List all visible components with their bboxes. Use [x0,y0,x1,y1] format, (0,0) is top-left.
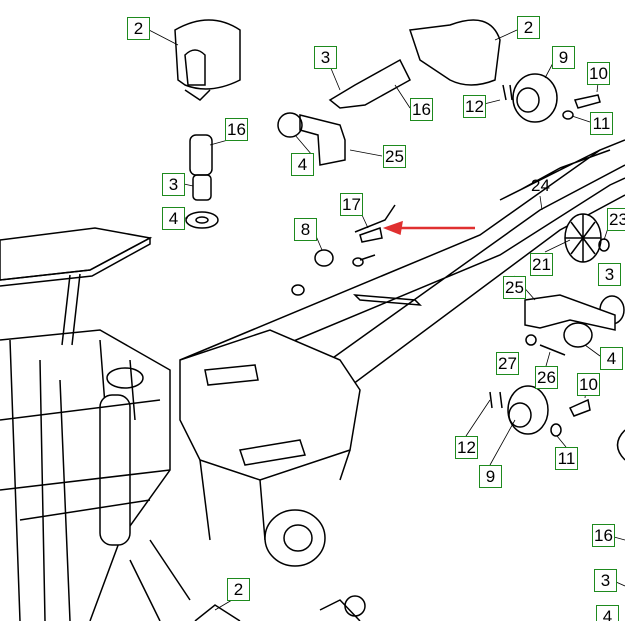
callout-left-socket[interactable]: 16 [225,118,248,141]
callout-right-nut[interactable]: 23 [607,208,625,231]
callout-mid-bracket[interactable]: 25 [503,276,526,299]
callout-top-right-lamp[interactable]: 2 [517,16,540,39]
callout-top-socket[interactable]: 16 [410,98,433,121]
lamp-2-right [408,19,501,86]
callout-top-clip[interactable]: 12 [463,95,486,118]
callout-bottom-right-ring[interactable]: 4 [596,605,619,621]
callout-bottom-washer[interactable]: 11 [555,447,578,470]
callout-boom-screw[interactable]: 24 [531,176,550,195]
boom [179,139,625,391]
callout-bottom-lamp[interactable]: 2 [227,578,250,601]
callout-bottom-right-plug[interactable]: 3 [594,569,617,592]
callout-reflector[interactable]: 21 [530,253,553,276]
callout-mid-pin[interactable]: 26 [535,366,558,389]
lamp-2-left [174,19,241,90]
callout-right-plug[interactable]: 3 [598,263,621,286]
callout-top-bracket[interactable]: 25 [383,145,406,168]
callout-top-horn[interactable]: 9 [552,46,575,69]
callout-bottom-bolt[interactable]: 10 [577,373,600,396]
callout-mid-ring[interactable]: 4 [600,347,623,370]
callout-boom-cap[interactable]: 8 [294,218,317,241]
callout-top-ring[interactable]: 4 [291,153,314,176]
callout-bottom-right-socket[interactable]: 16 [592,524,615,547]
callout-boom-connector[interactable]: 17 [340,193,363,216]
callout-bottom-clip[interactable]: 12 [455,436,478,459]
callout-top-left-lamp[interactable]: 2 [127,17,150,40]
red-arrowhead-icon [382,220,403,236]
callout-mid-clip[interactable]: 27 [496,352,519,375]
callout-left-plug[interactable]: 3 [162,173,185,196]
callout-bottom-horn[interactable]: 9 [479,465,502,488]
engine-housing [179,329,361,481]
wheel [264,509,326,567]
callout-top-bolt[interactable]: 10 [587,62,610,85]
callout-left-ring[interactable]: 4 [162,207,185,230]
callout-top-plug[interactable]: 3 [314,46,337,69]
callout-top-washer[interactable]: 11 [590,112,613,135]
